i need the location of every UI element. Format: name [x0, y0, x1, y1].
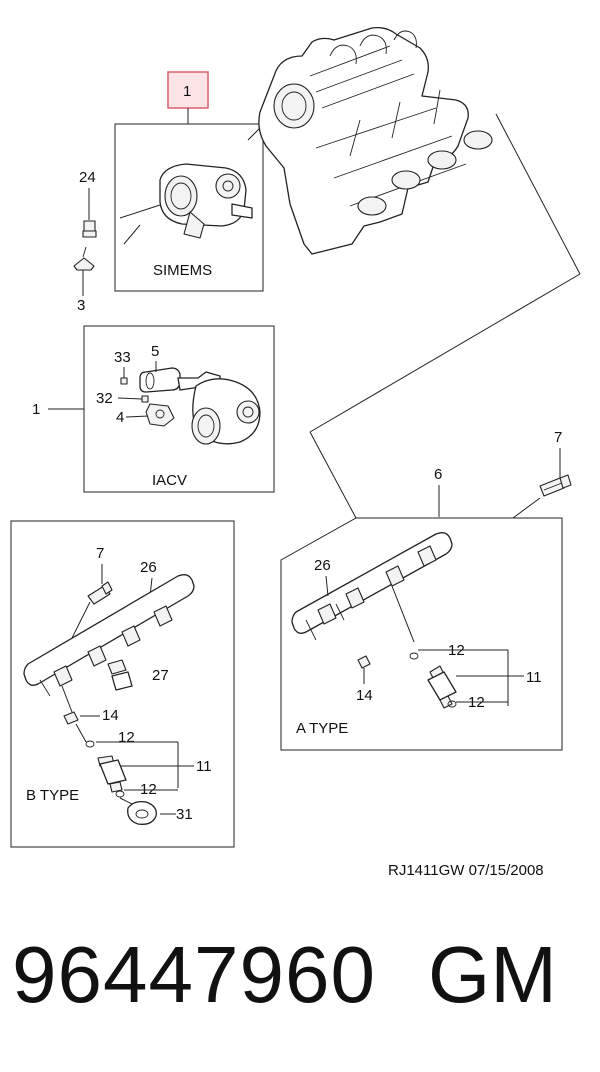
callout-26-right: 26 — [314, 557, 331, 574]
drawing-code: RJ1411GW 07/15/2008 — [388, 862, 544, 879]
pressure-regulator-27 — [107, 659, 133, 691]
a-type-label: A TYPE — [296, 720, 348, 737]
parts-diagram: 1 SIMEMS 24 3 IACV — [10, 26, 581, 848]
clip-part-14-left — [63, 711, 79, 725]
callout-5: 5 — [151, 343, 159, 360]
b-type-label: B TYPE — [26, 787, 79, 804]
brand-name: GM — [428, 930, 557, 1019]
iacv-throttle-illustration — [139, 367, 261, 445]
callout-26-left: 26 — [140, 559, 157, 576]
seal-part-31 — [127, 800, 157, 825]
a-type-box — [280, 517, 563, 751]
b-type-box — [10, 520, 235, 848]
callout-14-right: 14 — [356, 687, 373, 704]
callout-3: 3 — [77, 297, 85, 314]
clip-part-14-right — [357, 655, 371, 669]
callout-1-iacv: 1 — [32, 401, 40, 418]
bolt-part-7-right — [539, 474, 572, 497]
fuel-rail-b-type — [23, 574, 195, 697]
callout-7-left: 7 — [96, 545, 104, 562]
injector-b-type — [97, 755, 127, 793]
fuel-rail-a-type — [291, 532, 453, 641]
callout-11-right: 11 — [526, 669, 542, 686]
simems-box — [114, 123, 264, 292]
callout-6: 6 — [434, 466, 442, 483]
bolt-part-7-left — [87, 581, 113, 605]
callout-14-left: 14 — [102, 707, 119, 724]
nut-part-24 — [83, 220, 96, 232]
callout-27: 27 — [152, 667, 169, 684]
callout-7-right: 7 — [554, 429, 562, 446]
simems-label: SIMEMS — [153, 262, 212, 279]
callout-4: 4 — [116, 409, 124, 426]
callout-12-left-top: 12 — [118, 729, 135, 746]
callout-32: 32 — [96, 390, 113, 407]
intake-manifold-illustration — [258, 26, 493, 255]
throttle-body-illustration — [159, 163, 253, 239]
callout-11-left: 11 — [196, 758, 212, 775]
callout-24: 24 — [79, 169, 96, 186]
iacv-label: IACV — [152, 472, 187, 489]
callout-31: 31 — [176, 806, 193, 823]
injector-a-type — [427, 665, 457, 709]
part-number: 96447960 — [12, 930, 376, 1019]
callout-33: 33 — [114, 349, 131, 366]
bolt-part-3 — [73, 257, 95, 271]
callout-1-highlight: 1 — [183, 83, 191, 100]
